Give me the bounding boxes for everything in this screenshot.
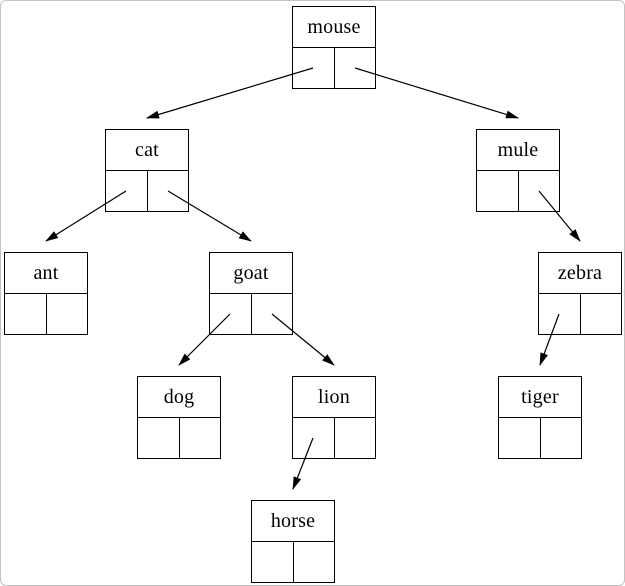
tree-node-zebra: zebra [538,252,622,335]
node-label: horse [251,500,335,542]
pointer-cells [476,171,560,212]
left-pointer-cell [293,418,334,458]
tree-node-mouse: mouse [292,6,376,89]
tree-node-ant: ant [4,252,88,335]
right-pointer-cell [250,294,293,334]
pointer-cells [292,48,376,89]
left-pointer-cell [106,171,147,211]
left-pointer-cell [252,542,293,582]
right-pointer-cell [579,294,622,334]
right-pointer-cell [517,171,560,211]
right-pointer-cell [539,418,582,458]
node-label: mule [476,129,560,171]
edge-mouse-right-mule [354,67,519,119]
right-pointer-cell [292,542,335,582]
node-label: dog [137,376,221,418]
tree-node-cat: cat [105,129,189,212]
tree-node-goat: goat [209,252,293,335]
edge-mouse-left-cat [146,67,314,119]
node-label: cat [105,129,189,171]
right-pointer-cell [178,418,221,458]
pointer-cells [498,418,582,459]
pointer-cells [105,171,189,212]
right-pointer-cell [333,418,376,458]
node-label: mouse [292,6,376,48]
node-label: lion [292,376,376,418]
left-pointer-cell [138,418,179,458]
left-pointer-cell [477,171,518,211]
pointer-cells [251,542,335,583]
left-pointer-cell [5,294,46,334]
node-label: tiger [498,376,582,418]
right-pointer-cell [146,171,189,211]
pointer-cells [292,418,376,459]
node-label: zebra [538,252,622,294]
left-pointer-cell [293,48,334,88]
right-pointer-cell [333,48,376,88]
pointer-cells [538,294,622,335]
tree-node-mule: mule [476,129,560,212]
pointer-cells [209,294,293,335]
node-label: ant [4,252,88,294]
pointer-cells [4,294,88,335]
left-pointer-cell [210,294,251,334]
left-pointer-cell [539,294,580,334]
tree-node-dog: dog [137,376,221,459]
tree-node-lion: lion [292,376,376,459]
right-pointer-cell [45,294,88,334]
node-label: goat [209,252,293,294]
left-pointer-cell [499,418,540,458]
tree-node-tiger: tiger [498,376,582,459]
tree-node-horse: horse [251,500,335,583]
pointer-cells [137,418,221,459]
